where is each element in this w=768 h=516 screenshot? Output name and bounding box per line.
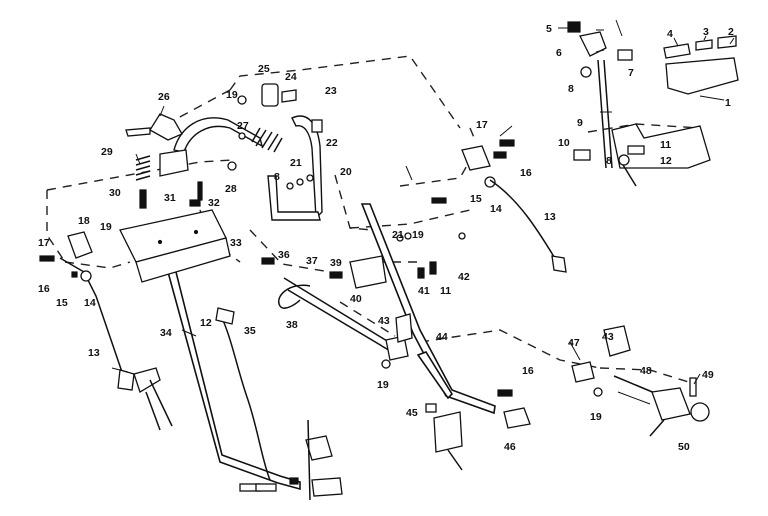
callout-19-b: 19 [100,221,112,233]
callout-8-b: 8 [606,155,612,167]
callout-41: 41 [418,285,430,297]
callout-9: 9 [577,117,583,129]
callout-39: 39 [330,257,342,269]
callout-22: 22 [326,137,338,149]
hardware-parts [189,95,466,485]
callout-40: 40 [350,293,362,305]
callout-12-b: 12 [200,317,212,329]
callout-16-c: 16 [522,365,534,377]
shift-rod [278,255,413,361]
callout-19-c: 19 [412,229,424,241]
callout-2: 2 [728,26,734,38]
callout-7: 7 [628,67,634,79]
callout-27: 27 [237,120,249,132]
lever-assembly [125,113,189,209]
callout-42: 42 [458,271,470,283]
spring-27 [251,83,297,153]
callout-46: 46 [504,441,516,453]
callout-15: 15 [470,193,482,205]
callout-48: 48 [640,365,652,377]
callout-14: 14 [490,203,502,215]
callout-36: 36 [278,249,290,261]
callout-38: 38 [286,319,298,331]
callout-29: 29 [101,146,113,158]
callout-26: 26 [158,91,170,103]
callout-15-b: 15 [56,297,68,309]
callout-33: 33 [230,237,242,249]
callout-6: 6 [556,47,562,59]
callout-19: 19 [226,89,238,101]
callout-13-b: 13 [88,347,100,359]
callout-12: 12 [660,155,672,167]
callout-11: 11 [660,139,671,151]
callout-17: 17 [476,119,488,131]
left-control-rod [59,257,173,431]
top-right-lever-group [567,21,739,187]
callout-24: 24 [285,71,297,83]
right-pivot-and-cable [461,139,567,273]
callout-16: 16 [520,167,532,179]
callout-13: 13 [544,211,556,223]
control-panel-bracket [119,209,231,283]
callout-31: 31 [164,192,176,204]
callout-20: 20 [340,166,352,178]
callout-50: 50 [678,441,690,453]
cable-35 [215,307,271,481]
callout-4: 4 [667,28,673,40]
lower-handle-tube [166,271,301,491]
callout-32: 32 [208,197,220,209]
callout-44: 44 [436,331,448,343]
callout-21: 21 [290,157,302,169]
callout-18: 18 [78,215,90,227]
callout-16-b: 16 [38,283,50,295]
callout-34: 34 [160,327,172,339]
callout-11-b: 11 [440,285,451,297]
callout-43-b: 43 [602,331,614,343]
callout-5: 5 [546,23,552,35]
callout-labels: 1 2 3 4 5 6 7 8 9 10 11 12 8 17 16 15 14… [38,23,734,453]
callout-1: 1 [725,97,731,109]
callout-37: 37 [306,255,318,267]
callout-28: 28 [225,183,237,195]
callout-17-b: 17 [38,237,50,249]
callout-8-c: 8 [274,171,280,183]
callout-3: 3 [703,26,709,38]
callout-25: 25 [258,63,270,75]
callout-8: 8 [568,83,574,95]
lower-mount-parts [425,389,531,471]
upper-handle-tube [360,203,496,415]
callout-21-b: 21 [392,229,404,241]
callout-49: 49 [702,369,714,381]
callout-47: 47 [568,337,580,349]
callout-30: 30 [109,187,121,199]
loop-handle [173,115,323,221]
callout-19-e: 19 [590,411,602,423]
lower-right-linkage [381,325,710,437]
callout-43: 43 [378,315,390,327]
callout-45: 45 [406,407,418,419]
bottom-clamp-parts [239,419,343,501]
callout-19-d: 19 [377,379,389,391]
leader-lines [111,19,735,405]
callout-14-b: 14 [84,297,96,309]
callout-10: 10 [558,137,570,149]
left-pivot-bracket [39,231,93,282]
callout-35: 35 [244,325,256,337]
callout-23: 23 [325,85,337,97]
